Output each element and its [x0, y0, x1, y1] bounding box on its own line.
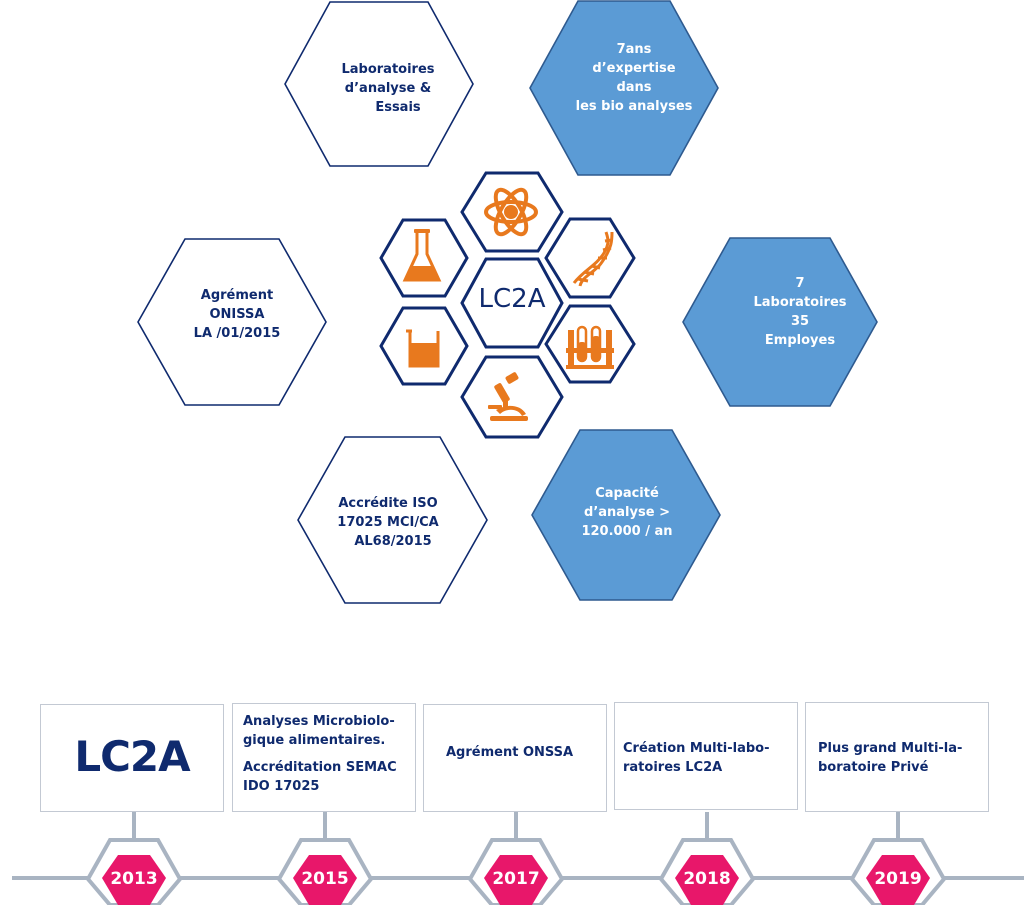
- atom-icon: [484, 187, 538, 237]
- timeline-box-2018: Création Multi-labo- ratoires LC2A: [614, 702, 798, 810]
- hex-center: [460, 257, 564, 349]
- beaker-icon: [406, 329, 440, 368]
- hex-accredite: [297, 436, 488, 604]
- timeline-box-2019: Plus grand Multi-la- boratoire Privé: [805, 702, 989, 812]
- year-2015: 2015: [301, 869, 349, 889]
- timeline-text-2015: Analyses Microbiolo- gique alimentaires.…: [243, 714, 397, 794]
- hex-labs-essais-label: Laboratoires d’analyse & Essais: [341, 62, 435, 115]
- hex-accredite-label: Accrédite ISO 17025 MCI/CA AL68/2015: [337, 496, 439, 549]
- hex-microscope: [460, 355, 564, 439]
- lc2a-logo: LC2A: [74, 732, 190, 781]
- year-hex-fills: [102, 855, 930, 905]
- test-tubes-icon: [566, 325, 614, 369]
- timeline-text-2018: Création Multi-labo- ratoires LC2A: [623, 741, 770, 775]
- timeline-box-2015: Analyses Microbiolo- gique alimentaires.…: [232, 703, 416, 812]
- year-2013: 2013: [110, 869, 158, 889]
- hex-labs-essais: [284, 1, 474, 167]
- hex-capacite-label: Capacité d’analyse > 120.000 / an: [581, 486, 673, 539]
- timeline-box-2013: LC2A: [40, 704, 224, 812]
- flask-icon: [402, 229, 442, 282]
- microscope-icon: [488, 372, 528, 421]
- hex-expertise-label: 7ans d’expertise dans les bio analyses: [575, 42, 693, 114]
- hex-expertise: [529, 0, 719, 176]
- hex-capacite: [531, 429, 721, 601]
- hex-flask: [379, 218, 469, 298]
- hex-labs-count: [682, 237, 878, 407]
- hex-agrement-label: Agrément ONISSA LA /01/2015: [193, 288, 281, 341]
- hex-test-tubes: [544, 304, 636, 384]
- hex-agrement: [137, 238, 327, 406]
- timeline-box-2017: Agrément ONSSA: [423, 704, 607, 812]
- timeline-text-2017: Agrément ONSSA: [446, 745, 574, 760]
- dna-icon: [572, 231, 614, 287]
- year-2017: 2017: [492, 869, 540, 889]
- year-2019: 2019: [874, 869, 922, 889]
- center-label: LC2A: [478, 284, 546, 314]
- timeline-connectors: [132, 812, 900, 840]
- hex-labs-count-label: 7 Laboratoires 35 Employes: [753, 276, 847, 348]
- year-2018: 2018: [683, 869, 731, 889]
- timeline-text-2019: Plus grand Multi-la- boratoire Privé: [818, 741, 963, 775]
